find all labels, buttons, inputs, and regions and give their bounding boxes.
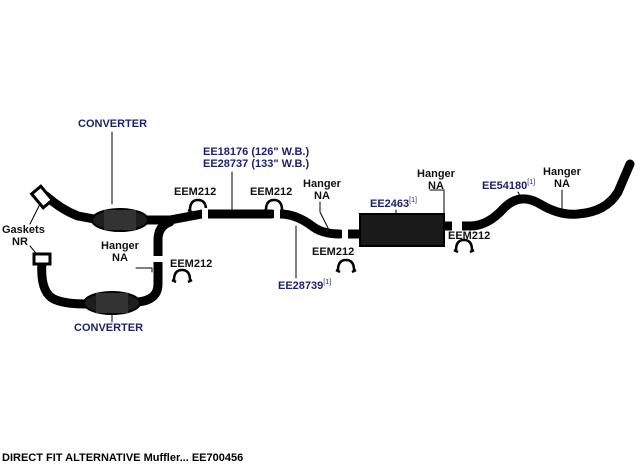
intermediate-pipe-part-number[interactable]: EE28739[1] <box>278 279 332 292</box>
hanger-2-na-text: NA <box>314 190 330 202</box>
leader-tailpipe <box>517 191 521 197</box>
upper-converter-body <box>104 210 136 230</box>
clamp-label-c[interactable]: EEM212 <box>170 258 213 270</box>
clamp-label-b[interactable]: EEM212 <box>250 186 293 198</box>
intermediate-pipe-note: [1] <box>323 279 332 286</box>
tailpipe-number: EE54180 <box>482 180 528 192</box>
tailpipe-pipe <box>457 159 635 231</box>
hanger-1-na-text: NA <box>112 252 128 264</box>
clamp-label-d[interactable]: EEM212 <box>312 246 355 258</box>
gaskets-text: Gaskets <box>2 224 45 236</box>
hanger-3-na-text: NA <box>428 180 444 192</box>
lower-converter-body <box>96 293 128 313</box>
clamp-icon[interactable] <box>263 198 285 214</box>
tailpipe-part-number[interactable]: EE54180[1] <box>482 179 536 192</box>
muffler-number: EE2463 <box>370 198 410 210</box>
clamp-gap <box>152 256 164 262</box>
hanger-label-4: Hanger NA <box>542 166 582 190</box>
front-pipe-133-label: EE28737 (133" W.B.) <box>203 158 310 170</box>
intermediate-pipe <box>275 209 345 239</box>
clamp-label-a[interactable]: EEM212 <box>174 186 217 198</box>
clamp-gap <box>452 220 462 232</box>
gaskets-label: Gaskets NR <box>2 224 45 248</box>
clamp-label-e[interactable]: EEM212 <box>448 230 491 242</box>
hanger-4-text: Hanger <box>543 166 581 178</box>
leader-hanger-2 <box>319 201 331 233</box>
upper-flange <box>29 184 55 210</box>
gaskets-na-text: NR <box>12 236 28 248</box>
clamp-icon[interactable] <box>453 238 475 254</box>
clamp-gap <box>342 228 348 240</box>
hanger-3-text: Hanger <box>417 168 455 180</box>
converter-top-label[interactable]: CONVERTER <box>78 118 148 130</box>
leader-hanger-1 <box>135 267 153 273</box>
front-pipe-part-number[interactable]: EE18176 (126" W.B.) EE28737 (133" W.B.) <box>203 146 309 170</box>
hanger-label-2: Hanger NA <box>302 178 342 202</box>
clamp-icon[interactable] <box>335 258 357 274</box>
lower-flange <box>32 252 52 266</box>
hanger-label-1: Hanger NA <box>100 240 140 264</box>
front-pipe-126-label: EE18176 (126" W.B.) <box>203 146 310 158</box>
hanger-4-na-text: NA <box>554 178 570 190</box>
hanger-label-3: Hanger NA <box>416 168 456 192</box>
muffler-part-number[interactable]: EE2463[1] <box>370 197 417 210</box>
muffler-note: [1] <box>409 197 417 204</box>
caption-text: DIRECT FIT ALTERNATIVE Muffler... EE7004… <box>2 452 244 464</box>
hanger-2-text: Hanger <box>303 178 341 190</box>
clamp-gap <box>274 208 280 222</box>
clamp-gap <box>202 208 208 222</box>
hanger-1-text: Hanger <box>101 240 139 252</box>
clamp-icon[interactable] <box>171 268 193 284</box>
converter-bottom-label[interactable]: CONVERTER <box>74 322 144 334</box>
upper-converter-outlet-pipe <box>141 209 207 225</box>
intermediate-pipe-number: EE28739 <box>278 280 324 292</box>
leader-hanger-3 <box>429 189 445 215</box>
tailpipe-note: [1] <box>527 179 536 186</box>
lower-inlet-pipe <box>37 257 91 309</box>
muffler-icon[interactable] <box>359 213 445 247</box>
